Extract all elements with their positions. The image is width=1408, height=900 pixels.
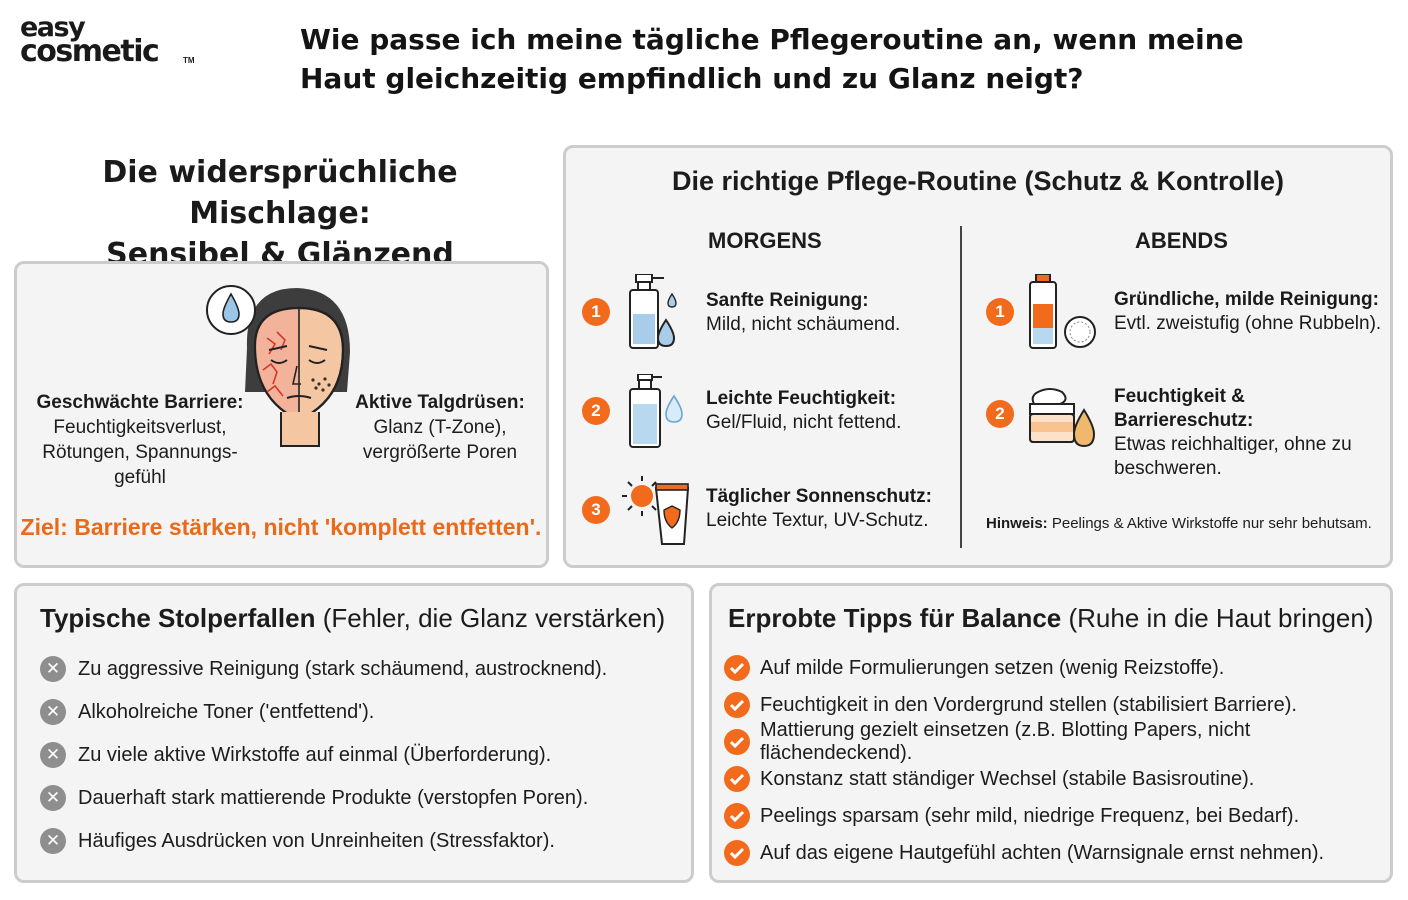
routine-panel [563, 145, 1393, 568]
tips-panel [709, 583, 1393, 883]
pitfall-item-text: Alkoholreiche Toner ('entfettend'). [78, 700, 375, 723]
tips-title: Erprobte Tipps für Balance (Ruhe in die … [728, 603, 1373, 634]
morning-step-1: Sanfte Reinigung: Mild, nicht schäumend. [706, 289, 900, 337]
tip-item-text: Auf milde Formulierungen setzen (wenig R… [760, 656, 1225, 679]
check-circle-icon [724, 655, 750, 681]
pitfall-item: ✕ Zu aggressive Reinigung (stark schäume… [40, 653, 607, 685]
check-circle-icon [724, 803, 750, 829]
tip-item-text: Mattierung gezielt einsetzen (z.B. Blott… [760, 719, 1251, 764]
tip-item: Konstanz statt ständiger Wechsel (stabil… [724, 764, 1408, 794]
active-glands-heading: Aktive Talgdrüsen: [355, 392, 525, 413]
page-title-line-1: Wie passe ich meine tägliche Pflegerouti… [300, 23, 1244, 56]
morning-step-2-text: Gel/Fluid, nicht fettend. [706, 412, 902, 433]
pitfall-item: ✕ Zu viele aktive Wirkstoffe auf einmal … [40, 739, 607, 771]
tip-item-text: Peelings sparsam (sehr mild, niedrige Fr… [760, 804, 1300, 827]
active-glands-text: Glanz (T-Zone), vergrößerte Poren [362, 417, 518, 463]
check-circle-icon [724, 729, 750, 755]
morning-step-1-number: 1 [582, 298, 610, 326]
tip-item-text: Konstanz statt ständiger Wechsel (stabil… [760, 767, 1255, 790]
pitfall-item-text: Dauerhaft stark mattierende Produkte (ve… [78, 786, 589, 809]
tip-item-text: Auf das eigene Hautgefühl achten (Warnsi… [760, 841, 1325, 864]
morning-step-3-text: Leichte Textur, UV-Schutz. [706, 510, 929, 531]
column-divider [960, 226, 962, 548]
morning-step-1-text: Mild, nicht schäumend. [706, 314, 901, 335]
pump-bottle-droplet-icon [624, 373, 688, 455]
evening-step-1-text: Evtl. zweistufig (ohne Rubbeln). [1114, 313, 1382, 334]
page-title-line-2: Haut gleichzeitig empfindlich und zu Gla… [300, 62, 1084, 95]
x-circle-icon: ✕ [40, 742, 66, 768]
mixed-skin-title-line-1: Die widersprüchliche Mischlage: [102, 155, 458, 231]
evening-step-2: Feuchtigkeit & Barriereschutz: Etwas rei… [1114, 385, 1382, 481]
morning-step-2-heading: Leichte Feuchtigkeit: [706, 388, 897, 409]
tip-item: Auf milde Formulierungen setzen (wenig R… [724, 653, 1408, 683]
pitfall-item-text: Zu aggressive Reinigung (stark schäumend… [78, 657, 608, 680]
pitfalls-title-bold: Typische Stolperfallen [40, 603, 316, 633]
pitfall-item: ✕ Alkoholreiche Toner ('entfettend'). [40, 696, 607, 728]
hint-text: Peelings & Aktive Wirkstoffe nur sehr be… [1051, 515, 1372, 532]
morning-step-3-number: 3 [582, 496, 610, 524]
cleanser-cotton-pad-icon [1026, 273, 1098, 357]
pitfalls-list: ✕ Zu aggressive Reinigung (stark schäume… [40, 653, 607, 857]
foam-pump-bottle-icon [624, 273, 688, 357]
morning-step-3: Täglicher Sonnenschutz: Leichte Textur, … [706, 485, 932, 533]
morning-step-2: Leichte Feuchtigkeit: Gel/Fluid, nicht f… [706, 387, 901, 435]
tip-item: Mattierung gezielt einsetzen (z.B. Blott… [724, 719, 1408, 764]
evening-step-2-text: Etwas reichhaltiger, ohne zu beschweren. [1114, 434, 1352, 479]
face-illustration-icon [205, 280, 355, 448]
hint-label: Hinweis: [986, 515, 1048, 532]
logo-line-2: cosmetic [20, 34, 160, 69]
x-circle-icon: ✕ [40, 785, 66, 811]
check-circle-icon [724, 766, 750, 792]
x-circle-icon: ✕ [40, 828, 66, 854]
x-circle-icon: ✕ [40, 656, 66, 682]
morning-step-2-number: 2 [582, 397, 610, 425]
tip-item: Peelings sparsam (sehr mild, niedrige Fr… [724, 801, 1408, 831]
tip-item: Feuchtigkeit in den Vordergrund stellen … [724, 690, 1408, 720]
weak-barrier-label: Geschwächte Barriere: Feuchtigkeitsverlu… [20, 390, 260, 490]
evening-step-2-number: 2 [986, 400, 1014, 428]
weak-barrier-text: Feuchtigkeitsverlust, Rötungen, Spannung… [42, 417, 238, 488]
logo-line-1: easy [20, 12, 86, 43]
evening-step-1-heading: Gründliche, milde Reinigung: [1114, 289, 1379, 310]
evening-heading: ABENDS [1135, 228, 1228, 253]
pitfalls-panel [14, 583, 694, 883]
goal-statement: Ziel: Barriere stärken, nicht 'komplett … [20, 514, 542, 540]
pitfall-item-text: Häufiges Ausdrücken von Unreinheiten (St… [78, 829, 555, 852]
tips-list: Auf milde Formulierungen setzen (wenig R… [724, 653, 1408, 868]
x-circle-icon: ✕ [40, 699, 66, 725]
morning-step-3-heading: Täglicher Sonnenschutz: [706, 486, 932, 507]
evening-step-1-number: 1 [986, 298, 1014, 326]
pitfall-item-text: Zu viele aktive Wirkstoffe auf einmal (Ü… [78, 743, 552, 766]
evening-step-2-heading: Feuchtigkeit & Barriereschutz: [1114, 386, 1254, 431]
weak-barrier-heading: Geschwächte Barriere: [36, 392, 244, 413]
logo-trademark: TM [183, 56, 195, 65]
pitfall-item: ✕ Häufiges Ausdrücken von Unreinheiten (… [40, 825, 607, 857]
tip-item: Auf das eigene Hautgefühl achten (Warnsi… [724, 838, 1408, 868]
pitfall-item: ✕ Dauerhaft stark mattierende Produkte (… [40, 782, 607, 814]
sun-sunscreen-icon [620, 474, 694, 553]
tip-item-text: Feuchtigkeit in den Vordergrund stellen … [760, 693, 1297, 716]
check-circle-icon [724, 692, 750, 718]
tips-title-bold: Erprobte Tipps für Balance [728, 603, 1062, 633]
brand-logo: easy cosmetic TM [20, 12, 195, 76]
check-circle-icon [724, 840, 750, 866]
mixed-skin-title: Die widersprüchliche Mischlage: Sensibel… [10, 152, 550, 275]
page-title: Wie passe ich meine tägliche Pflegerouti… [300, 20, 1300, 98]
pitfalls-title: Typische Stolperfallen (Fehler, die Glan… [40, 603, 665, 634]
morning-heading: MORGENS [708, 228, 822, 253]
routine-title: Die richtige Pflege-Routine (Schutz & Ko… [671, 166, 1285, 196]
active-glands-label: Aktive Talgdrüsen: Glanz (T-Zone), vergr… [350, 390, 530, 465]
morning-step-1-heading: Sanfte Reinigung: [706, 290, 869, 311]
tips-title-rest: (Ruhe in die Haut bringen) [1068, 603, 1374, 633]
cream-jar-drop-icon [1026, 386, 1100, 457]
routine-hint: Hinweis: Peelings & Aktive Wirkstoffe nu… [986, 515, 1372, 532]
evening-step-1: Gründliche, milde Reinigung: Evtl. zweis… [1114, 288, 1381, 336]
pitfalls-title-rest: (Fehler, die Glanz verstärken) [322, 603, 666, 633]
